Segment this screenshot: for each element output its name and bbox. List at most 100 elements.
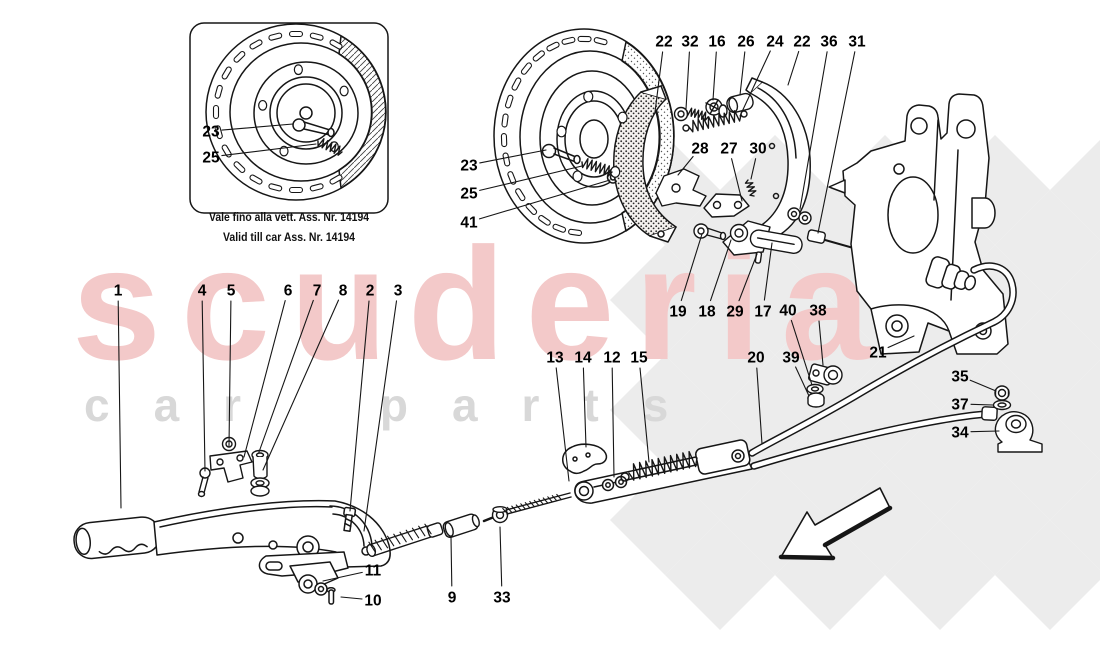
spring-sleeve	[366, 525, 432, 558]
part-number-label: 2	[366, 283, 375, 300]
bracket-34	[994, 411, 1043, 453]
part-number-label: 36	[820, 34, 838, 51]
disc-vent-slot	[249, 174, 263, 185]
leader-line	[262, 299, 340, 471]
part-number-label: 30	[749, 141, 766, 158]
part-number-label: 37	[951, 397, 968, 414]
leader-line	[221, 123, 294, 131]
part-number-label: 17	[754, 304, 771, 321]
pin-10	[326, 587, 336, 605]
part-number-label: 3	[394, 283, 403, 300]
roller-11	[298, 574, 318, 594]
leader-line	[243, 300, 286, 458]
thread-tick	[380, 537, 389, 549]
checker-cell	[1050, 360, 1100, 460]
part-number-label: 25	[460, 186, 478, 203]
disc-vent-slot	[504, 94, 514, 109]
disc-vent-slot	[268, 183, 283, 192]
leader-line	[450, 536, 453, 587]
disc-vent-slot	[221, 66, 232, 80]
leader-line	[117, 300, 122, 509]
lever-plate-28	[655, 168, 707, 207]
inset-caption-english: Valid till car Ass. Nr. 14194	[223, 230, 355, 244]
thread-tick	[520, 503, 526, 510]
part-number-label: 13	[546, 350, 564, 367]
disc-vent-slot	[329, 174, 343, 185]
leader-line	[258, 299, 314, 453]
leader-line	[479, 149, 547, 164]
part-number-label: 10	[364, 593, 381, 610]
expander-group	[655, 168, 929, 270]
part-number-label: 35	[951, 369, 969, 386]
washer-40	[806, 383, 824, 395]
disc-vent-slot	[593, 37, 608, 46]
nut-35	[994, 385, 1010, 401]
thread-tick	[502, 507, 508, 515]
thread-tick	[529, 500, 535, 508]
thread-tick	[387, 535, 395, 547]
coil-spring	[317, 138, 343, 156]
part-number-label: 20	[747, 350, 764, 367]
thread-tick	[515, 504, 522, 511]
part-number-label: 4	[198, 283, 207, 300]
leader-line	[611, 367, 615, 478]
leader-line	[349, 300, 370, 512]
part-number-label: 9	[448, 590, 457, 607]
leader-line	[555, 367, 570, 482]
part-number-label: 18	[698, 304, 716, 321]
link-plate-27	[703, 193, 750, 218]
inset-caption-italian: Vale fino alla vett. Ass. Nr. 14194	[209, 210, 369, 224]
generated-details	[212, 30, 757, 553]
adjuster-screw-32	[673, 106, 689, 122]
disc-vent-slot	[552, 223, 567, 233]
leader-line	[479, 165, 583, 191]
leader-line	[228, 300, 232, 447]
thread-tick	[418, 525, 426, 537]
part-number-label: 12	[603, 350, 620, 367]
lever-grip	[73, 516, 161, 560]
leader-line	[787, 50, 800, 86]
leader-line	[790, 319, 813, 386]
washer-clip-36	[787, 207, 812, 225]
thread-tick	[393, 533, 401, 545]
bolt-hole	[556, 125, 567, 138]
disc-vent-slot	[233, 161, 246, 173]
disc-vent-slot	[501, 113, 509, 128]
leader-line	[750, 158, 757, 180]
part-number-label: 16	[708, 34, 726, 51]
thread-tick	[399, 531, 407, 543]
bolt-hole	[258, 99, 268, 111]
cable-end-ferrule	[981, 406, 998, 421]
part-number-label: 11	[365, 563, 382, 580]
disc-vent-slot	[520, 62, 532, 75]
nut-33	[491, 506, 509, 524]
part-number-label: 21	[869, 345, 887, 362]
leader-line	[582, 367, 587, 448]
part-number-label: 29	[726, 304, 744, 321]
leader-line	[739, 51, 746, 96]
disc-vent-slot	[500, 133, 508, 148]
thread-tick	[538, 498, 544, 505]
disc-vent-slot	[214, 84, 223, 99]
bolt-hole	[610, 166, 621, 178]
thread-tick	[368, 541, 376, 553]
disc-vent-slot	[288, 30, 304, 38]
leader-line	[756, 367, 763, 445]
leader-line	[709, 239, 732, 302]
coil-spring	[744, 179, 757, 197]
rod-assembly	[366, 492, 572, 558]
part-number-label: 19	[669, 304, 687, 321]
disc-vent-slot	[577, 35, 592, 43]
direction-arrow	[778, 487, 893, 561]
thread-tick	[547, 496, 553, 503]
rubber-cover-14	[562, 443, 608, 474]
part-number-label: 38	[809, 303, 827, 320]
leader-line	[499, 526, 503, 587]
leader-line	[639, 367, 650, 463]
disc-vent-slot	[288, 186, 304, 194]
washer-37	[992, 399, 1012, 411]
thread-tick	[411, 527, 420, 539]
thread-tick	[506, 506, 513, 513]
